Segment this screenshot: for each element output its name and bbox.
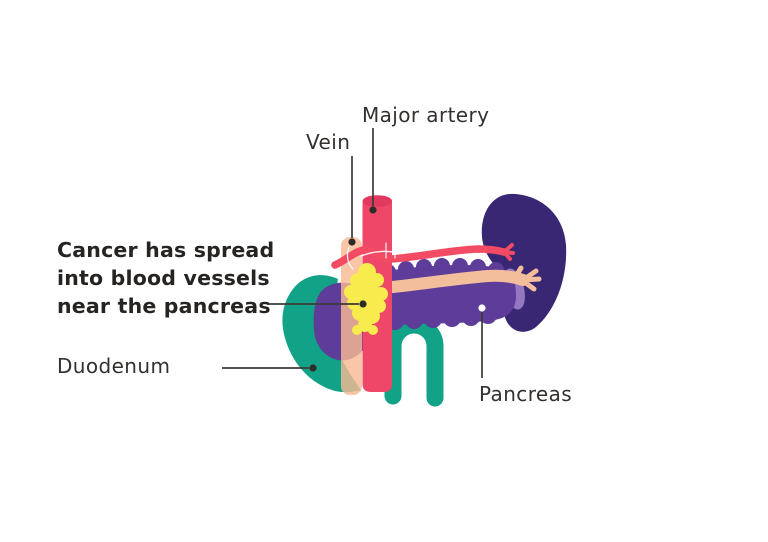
cancer-annotation-line-3: near the pancreas [57,294,271,318]
leader-lines [222,128,483,378]
artery-top-cap [362,195,392,207]
artery-branch [331,243,515,269]
spleen-shape [481,193,567,332]
splenic-vessel [366,265,542,295]
pancreas-leader-dot [478,304,486,312]
vein-label: Vein [306,130,351,154]
duodenum-label: Duodenum [57,354,171,378]
cancer-mass [344,263,388,335]
splenic-vessel-branches [513,265,542,292]
major-artery-leader-dot [369,206,377,214]
cancer-annotation: Cancer has spread into blood vessels nea… [57,236,274,320]
pancreas-label: Pancreas [479,382,573,406]
cancer-leader-dot [359,300,367,308]
artery-branch-tips [502,243,515,261]
cancer-annotation-line-1: Cancer has spread [57,238,275,262]
duodenum-arch-shape [384,316,444,407]
vein-leader-dot [348,238,356,246]
leader-dots [309,206,377,372]
vessel-highlight-lines [346,242,400,270]
duodenum-leader-dot [309,364,317,372]
major-artery-label: Major artery [362,103,490,127]
cancer-annotation-line-2: into blood vessels [57,266,270,290]
